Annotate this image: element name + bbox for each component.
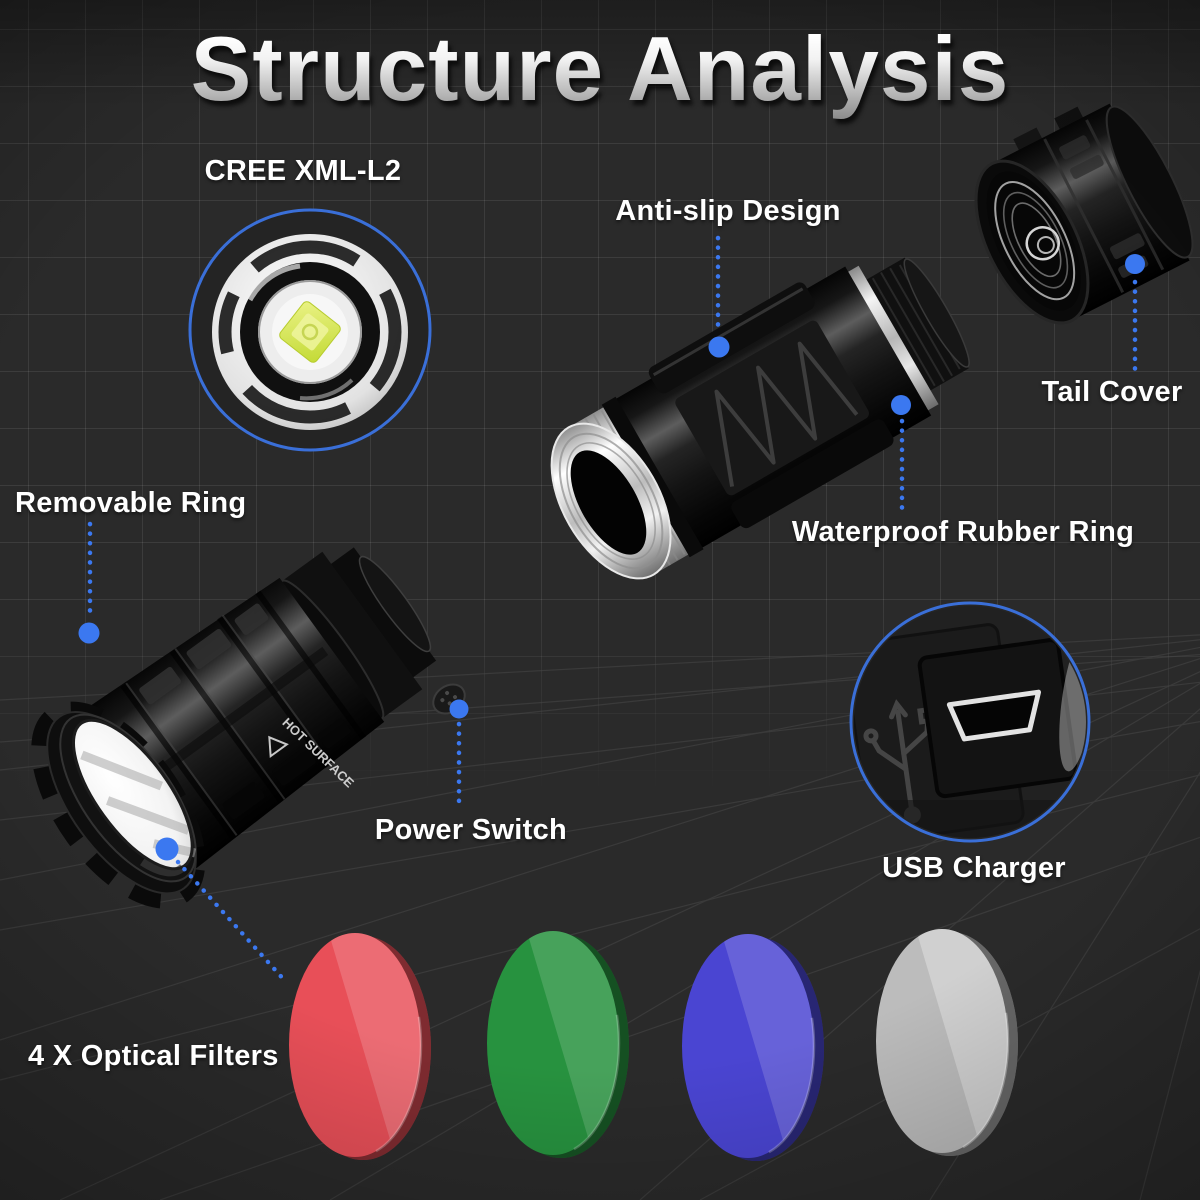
label-removable-ring: Removable Ring bbox=[15, 487, 247, 519]
label-anti-slip-design: Anti-slip Design bbox=[615, 195, 841, 227]
flashlight-reflector bbox=[73, 720, 193, 869]
filter-red bbox=[287, 931, 431, 1160]
callout-dot-removable-ring bbox=[78, 622, 100, 644]
filter-blue bbox=[680, 932, 824, 1161]
label-cree-xml-l2: CREE XML-L2 bbox=[204, 155, 402, 187]
callout-dot-tail-cover bbox=[1125, 254, 1145, 274]
optical-filters bbox=[287, 927, 1018, 1161]
callout-dots bbox=[78, 254, 1145, 861]
led-die bbox=[279, 301, 341, 363]
callout-lines bbox=[87, 235, 1138, 985]
flashlight-head: HOT SURFACE bbox=[31, 547, 437, 909]
label-tail-cover: Tail Cover bbox=[1041, 376, 1183, 408]
usb-inset bbox=[849, 601, 1091, 843]
callout-dot-power-switch bbox=[449, 699, 469, 719]
filter-green bbox=[485, 929, 629, 1158]
tail-spring bbox=[1025, 226, 1060, 261]
callout-dot-filters bbox=[155, 837, 179, 861]
battery-tube bbox=[550, 257, 970, 580]
anti-slip-pattern bbox=[714, 341, 859, 487]
tube-opening bbox=[570, 450, 647, 555]
led-inset bbox=[188, 208, 432, 452]
callout-dot-waterproof bbox=[891, 395, 911, 415]
page-title: Structure Analysis bbox=[190, 19, 1010, 120]
filter-white bbox=[874, 927, 1018, 1156]
label-usb-charger: USB Charger bbox=[882, 852, 1066, 884]
callout-line-filters bbox=[175, 859, 289, 985]
label-power-switch: Power Switch bbox=[374, 814, 568, 846]
callout-dot-antislip bbox=[708, 336, 730, 358]
label-optical-filters: 4 X Optical Filters bbox=[28, 1040, 279, 1072]
micro-usb-port bbox=[946, 689, 1042, 742]
label-waterproof-rubber-ring: Waterproof Rubber Ring bbox=[791, 516, 1135, 548]
